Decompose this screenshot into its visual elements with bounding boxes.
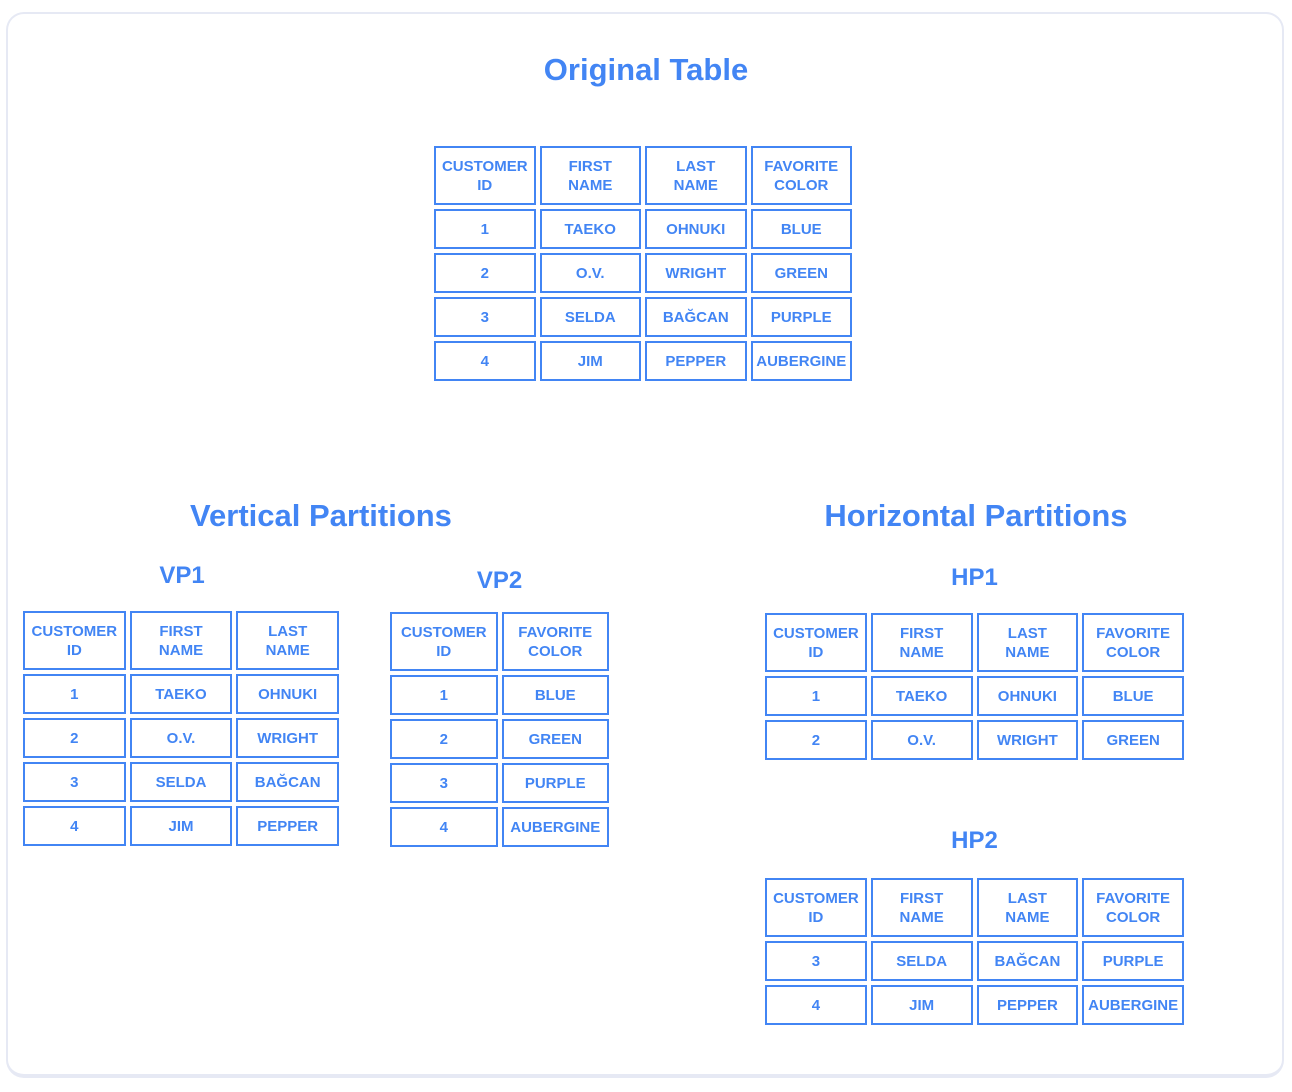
header-cell: CUSTOMER ID <box>390 612 498 671</box>
table-cell: PEPPER <box>645 341 747 381</box>
table-cell: JIM <box>539 341 641 381</box>
table-cell: O.V. <box>539 253 641 293</box>
header-cell: FAVORITE COLOR <box>750 146 852 205</box>
table-cell: 2 <box>434 253 536 293</box>
table-cell: 3 <box>765 941 867 981</box>
table-cell: PURPLE <box>1082 941 1184 981</box>
table-cell: SELDA <box>129 762 233 802</box>
table-cell: GREEN <box>1082 720 1184 760</box>
table-cell: BLUE <box>501 675 609 715</box>
table-cell: WRIGHT <box>976 720 1079 760</box>
header-cell: LAST NAME <box>976 878 1079 937</box>
table-cell: 2 <box>765 720 867 760</box>
table-cell: OHNUKI <box>976 676 1079 716</box>
table-cell: 1 <box>23 674 126 714</box>
table-cell: GREEN <box>501 719 609 759</box>
header-cell: FAVORITE COLOR <box>1082 613 1184 672</box>
table-cell: BAĞCAN <box>976 941 1079 981</box>
table-cell: OHNUKI <box>645 209 747 249</box>
table-cell: BAĞCAN <box>236 762 339 802</box>
table-cell: TAEKO <box>129 674 233 714</box>
vertical-partitions-title: Vertical Partitions <box>190 498 452 533</box>
header-cell: LAST NAME <box>976 613 1079 672</box>
header-cell: LAST NAME <box>645 146 747 205</box>
table-cell: 4 <box>23 806 126 846</box>
table-cell: O.V. <box>129 718 233 758</box>
header-cell: FAVORITE COLOR <box>1082 878 1184 937</box>
table-cell: 4 <box>434 341 536 381</box>
table-cell: 1 <box>434 209 536 249</box>
hp2-label: HP2 <box>951 827 998 854</box>
header-cell: CUSTOMER ID <box>434 146 536 205</box>
table-cell: TAEKO <box>870 676 973 716</box>
horizontal-partitions-title: Horizontal Partitions <box>824 498 1128 533</box>
table-cell: AUBERGINE <box>1082 985 1184 1025</box>
table-cell: WRIGHT <box>645 253 747 293</box>
vp1-label: VP1 <box>159 562 205 589</box>
header-cell: FIRST NAME <box>870 613 973 672</box>
table-cell: AUBERGINE <box>750 341 852 381</box>
header-cell: CUSTOMER ID <box>765 878 867 937</box>
table-cell: SELDA <box>539 297 641 337</box>
table-cell: PEPPER <box>236 806 339 846</box>
table-cell: JIM <box>870 985 973 1025</box>
table-cell: TAEKO <box>539 209 641 249</box>
header-cell: FIRST NAME <box>129 611 233 670</box>
table-cell: 4 <box>390 807 498 847</box>
header-cell: CUSTOMER ID <box>23 611 126 670</box>
hp1-label: HP1 <box>951 564 998 591</box>
table-cell: AUBERGINE <box>501 807 609 847</box>
table-cell: 2 <box>23 718 126 758</box>
table-cell: BLUE <box>1082 676 1184 716</box>
header-cell: LAST NAME <box>236 611 339 670</box>
header-cell: FIRST NAME <box>870 878 973 937</box>
table-cell: PURPLE <box>501 763 609 803</box>
table-cell: 3 <box>434 297 536 337</box>
table-cell: 3 <box>23 762 126 802</box>
table-cell: 1 <box>765 676 867 716</box>
table-cell: WRIGHT <box>236 718 339 758</box>
table-cell: O.V. <box>870 720 973 760</box>
table-cell: 2 <box>390 719 498 759</box>
table-cell: SELDA <box>870 941 973 981</box>
table-cell: BLUE <box>750 209 852 249</box>
table-cell: PEPPER <box>976 985 1079 1025</box>
table-cell: JIM <box>129 806 233 846</box>
header-cell: CUSTOMER ID <box>765 613 867 672</box>
header-cell: FAVORITE COLOR <box>501 612 609 671</box>
table-cell: 3 <box>390 763 498 803</box>
header-cell: FIRST NAME <box>539 146 641 205</box>
table-cell: GREEN <box>750 253 852 293</box>
table-cell: BAĞCAN <box>645 297 747 337</box>
vp2-label: VP2 <box>476 567 523 594</box>
table-cell: PURPLE <box>750 297 852 337</box>
table-cell: OHNUKI <box>236 674 339 714</box>
original-table-title: Original Table <box>543 52 749 87</box>
table-cell: 4 <box>765 985 867 1025</box>
table-cell: 1 <box>390 675 498 715</box>
